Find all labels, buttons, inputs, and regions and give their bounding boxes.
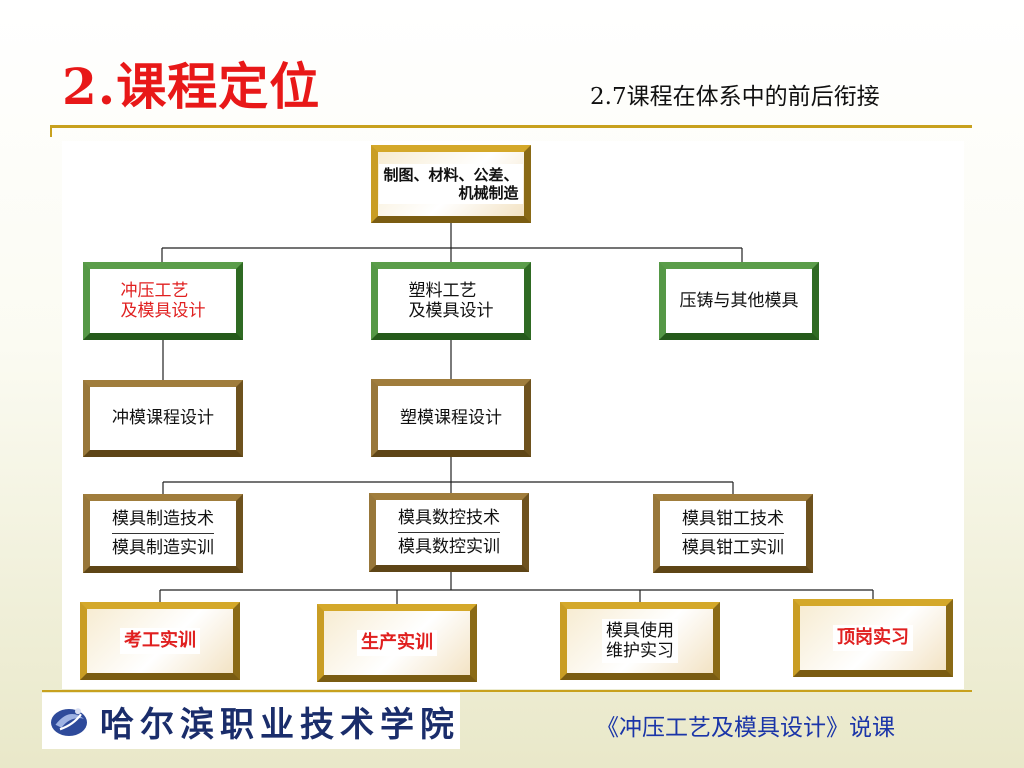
node-mold-manufacturing-tech: 模具制造技术	[112, 508, 214, 529]
node-die-casting-label: 压铸与其他模具	[675, 288, 803, 314]
node-fundamentals-line2: 机械制造	[458, 184, 519, 202]
school-logo-banner: 哈尔滨职业技术学院	[42, 693, 460, 749]
node-maintenance-practice-line1: 模具使用	[606, 620, 674, 641]
node-die-casting: 压铸与其他模具	[659, 262, 819, 340]
school-emblem-icon	[51, 708, 87, 736]
node-divider	[112, 533, 214, 534]
page-title: 2.课程定位	[62, 57, 321, 116]
node-mold-cnc: 模具数控技术 模具数控实训	[369, 493, 529, 572]
node-production-training: 生产实训	[317, 604, 477, 682]
page-subtitle: 2.7课程在体系中的前后衔接	[590, 84, 880, 110]
node-fundamentals-line1: 制图、材料、公差、	[383, 166, 519, 184]
node-mold-fitter-training: 模具钳工实训	[682, 538, 784, 558]
node-mold-cnc-training: 模具数控实训	[398, 537, 500, 557]
node-stamping-process: 冲压工艺 及模具设计	[83, 262, 243, 340]
node-maintenance-practice: 模具使用 维护实习	[560, 602, 720, 680]
footer-divider	[42, 690, 972, 692]
header-divider-tick	[50, 125, 52, 137]
node-exam-training: 考工实训	[80, 602, 240, 680]
node-plastic-process-line1: 塑料工艺	[408, 280, 477, 301]
node-maintenance-practice-line2: 维护实习	[606, 641, 674, 661]
node-fundamentals: 制图、材料、公差、 机械制造	[371, 145, 531, 223]
course-caption: 《冲压工艺及模具设计》说课	[596, 715, 895, 741]
school-name: 哈尔滨职业技术学院	[100, 704, 460, 745]
node-internship: 顶岗实习	[793, 599, 953, 677]
node-stamping-process-line2: 及模具设计	[120, 301, 206, 321]
node-plastic-process: 塑料工艺 及模具设计	[371, 262, 531, 340]
node-exam-training-label: 考工实训	[120, 628, 200, 654]
node-mold-manufacturing: 模具制造技术 模具制造实训	[83, 494, 243, 573]
node-mold-cnc-tech: 模具数控技术	[398, 507, 500, 528]
node-internship-label: 顶岗实习	[833, 625, 913, 651]
node-divider	[398, 532, 500, 533]
node-divider	[682, 533, 784, 534]
node-mold-manufacturing-training: 模具制造实训	[112, 538, 214, 558]
node-stamping-process-line1: 冲压工艺	[120, 280, 189, 301]
node-stamping-course-design: 冲模课程设计	[83, 380, 243, 457]
node-stamping-course-design-label: 冲模课程设计	[108, 406, 218, 431]
header-divider	[50, 125, 972, 128]
node-mold-fitter-tech: 模具钳工技术	[682, 508, 784, 529]
node-production-training-label: 生产实训	[357, 630, 437, 656]
node-plastic-course-design: 塑模课程设计	[371, 379, 531, 457]
node-plastic-course-design-label: 塑模课程设计	[396, 405, 506, 431]
node-mold-fitter: 模具钳工技术 模具钳工实训	[653, 494, 813, 573]
node-plastic-process-line2: 及模具设计	[408, 301, 494, 321]
